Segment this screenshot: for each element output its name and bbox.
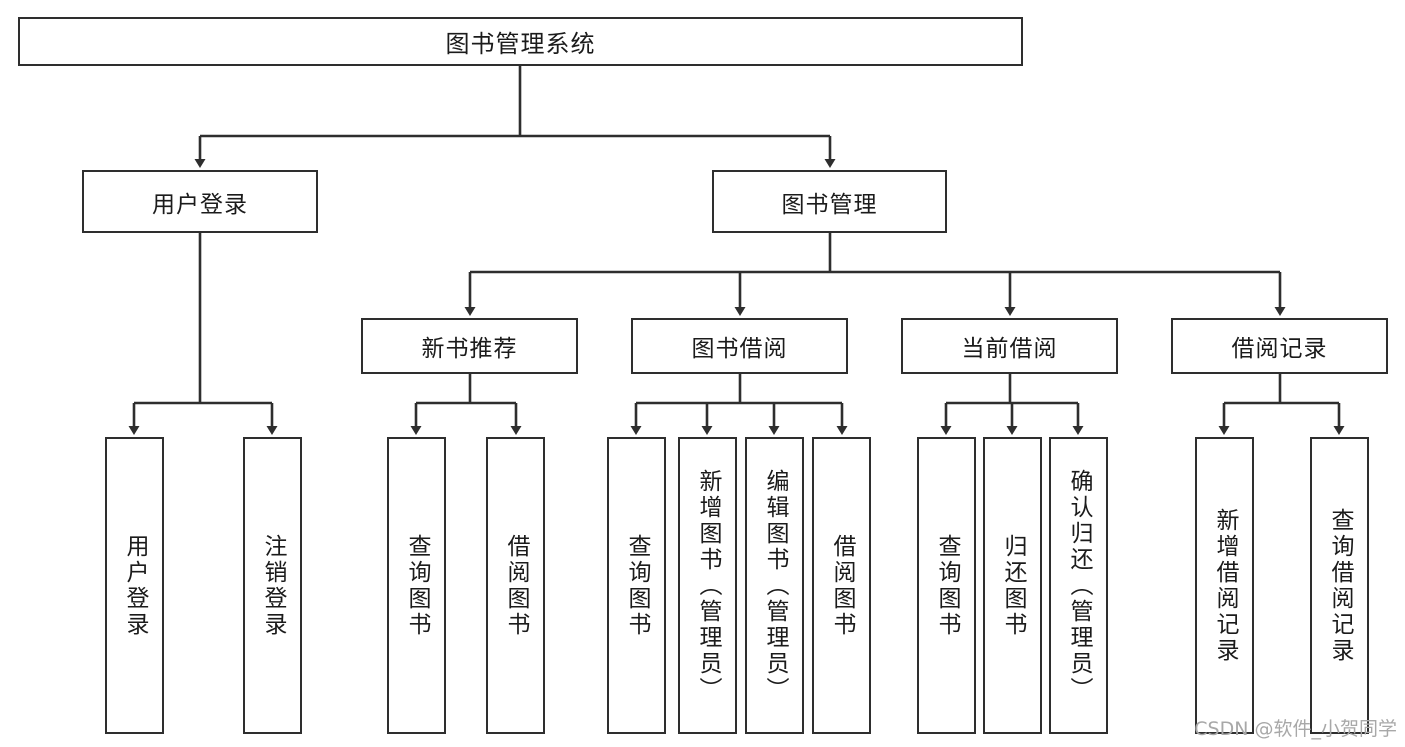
node-level3-2-label: 当前借阅 <box>961 336 1058 362</box>
node-leaf-4[interactable]: 查询图书 <box>607 437 666 734</box>
node-root-label: 图书管理系统 <box>445 30 596 58</box>
node-level2-1-label: 图书管理 <box>781 191 878 218</box>
node-level3-1-label: 图书借阅 <box>691 336 788 362</box>
node-level3-3[interactable]: 借阅记录 <box>1171 318 1388 374</box>
node-leaf-7[interactable]: 借阅图书 <box>812 437 871 734</box>
node-leaf-12[interactable]: 查询借阅记录 <box>1310 437 1369 734</box>
node-leaf-3[interactable]: 借阅图书 <box>486 437 545 734</box>
node-leaf-1[interactable]: 注销登录 <box>243 437 302 734</box>
node-leaf-7-label: 借阅图书 <box>829 533 855 638</box>
node-leaf-6-label: 编辑图书（管理员） <box>762 468 788 703</box>
node-leaf-11-label: 新增借阅记录 <box>1212 507 1238 664</box>
node-level3-0-label: 新书推荐 <box>421 336 518 362</box>
node-level2-0-label: 用户登录 <box>152 191 248 218</box>
node-leaf-1-label: 注销登录 <box>260 533 286 638</box>
node-root[interactable]: 图书管理系统 <box>18 17 1023 66</box>
node-level3-0[interactable]: 新书推荐 <box>361 318 578 374</box>
node-leaf-0[interactable]: 用户登录 <box>105 437 164 734</box>
node-leaf-9[interactable]: 归还图书 <box>983 437 1042 734</box>
node-leaf-8[interactable]: 查询图书 <box>917 437 976 734</box>
node-leaf-11[interactable]: 新增借阅记录 <box>1195 437 1254 734</box>
node-leaf-2-label: 查询图书 <box>404 533 430 638</box>
node-level2-1[interactable]: 图书管理 <box>712 170 947 233</box>
node-leaf-8-label: 查询图书 <box>934 533 960 638</box>
node-leaf-2[interactable]: 查询图书 <box>387 437 446 734</box>
node-leaf-3-label: 借阅图书 <box>503 533 529 638</box>
node-leaf-6[interactable]: 编辑图书（管理员） <box>745 437 804 734</box>
node-leaf-12-label: 查询借阅记录 <box>1327 507 1353 664</box>
node-leaf-9-label: 归还图书 <box>1000 533 1026 638</box>
node-leaf-5-label: 新增图书（管理员） <box>695 468 721 703</box>
node-level2-0[interactable]: 用户登录 <box>82 170 318 233</box>
node-leaf-0-label: 用户登录 <box>122 533 148 638</box>
node-level3-1[interactable]: 图书借阅 <box>631 318 848 374</box>
node-leaf-10[interactable]: 确认归还（管理员） <box>1049 437 1108 734</box>
watermark: CSDN @软件_小贺同学 <box>1194 718 1397 740</box>
node-level3-2[interactable]: 当前借阅 <box>901 318 1118 374</box>
node-leaf-4-label: 查询图书 <box>624 533 650 638</box>
node-leaf-10-label: 确认归还（管理员） <box>1066 468 1092 703</box>
node-level3-3-label: 借阅记录 <box>1231 336 1328 362</box>
node-leaf-5[interactable]: 新增图书（管理员） <box>678 437 737 734</box>
